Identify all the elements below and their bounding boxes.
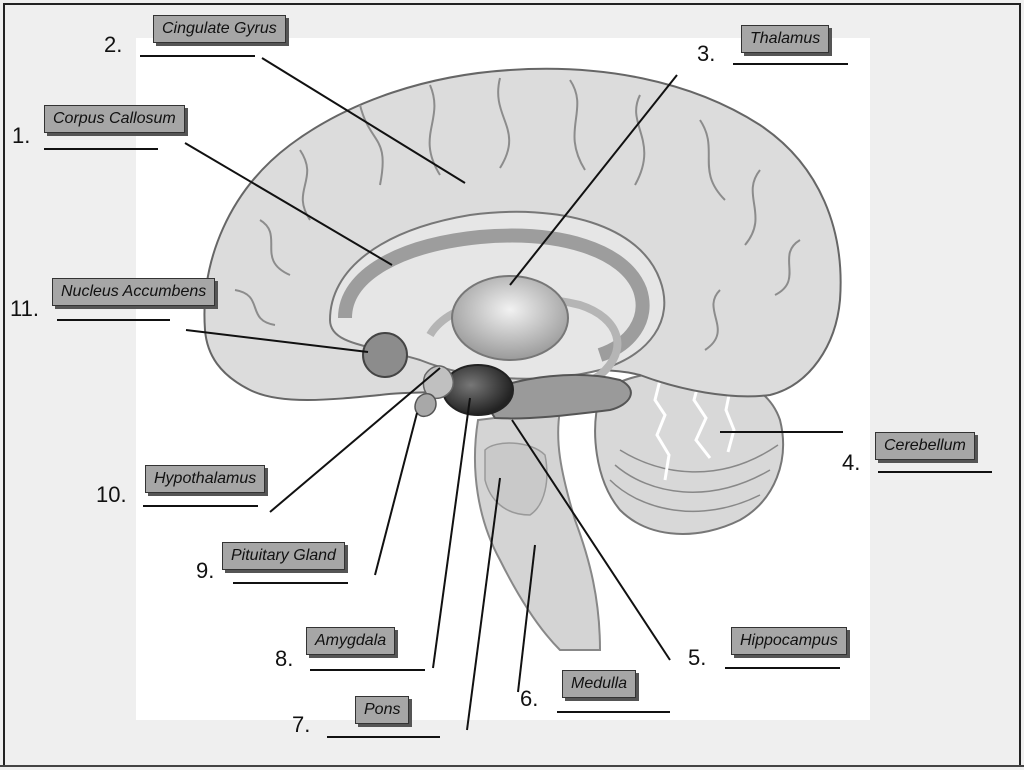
label-cerebellum: Cerebellum [875, 432, 975, 460]
label-hippocampus: Hippocampus [731, 627, 847, 655]
label-number: 11. [10, 296, 39, 322]
label-thalamus: Thalamus [741, 25, 829, 53]
label-pons: Pons [355, 696, 409, 724]
label-number: 2. [104, 32, 122, 58]
label-nucleus-accumbens: Nucleus Accumbens [52, 278, 215, 306]
label-number: 6. [520, 686, 538, 712]
label-hypothalamus: Hypothalamus [145, 465, 265, 493]
label-pituitary-gland: Pituitary Gland [222, 542, 345, 570]
label-corpus-callosum: Corpus Callosum [44, 105, 185, 133]
label-number: 10. [96, 482, 127, 508]
label-number: 3. [697, 41, 715, 67]
label-amygdala: Amygdala [306, 627, 395, 655]
label-number: 1. [12, 123, 30, 149]
label-number: 8. [275, 646, 293, 672]
label-number: 4. [842, 450, 860, 476]
amygdala-shape [443, 365, 513, 415]
label-number: 5. [688, 645, 706, 671]
label-medulla: Medulla [562, 670, 636, 698]
nucleus-accumbens-shape [363, 333, 407, 377]
label-cingulate-gyrus: Cingulate Gyrus [153, 15, 286, 43]
thalamus-shape [452, 276, 568, 360]
label-number: 9. [196, 558, 214, 584]
label-number: 7. [292, 712, 310, 738]
pituitary-shape [415, 394, 436, 417]
